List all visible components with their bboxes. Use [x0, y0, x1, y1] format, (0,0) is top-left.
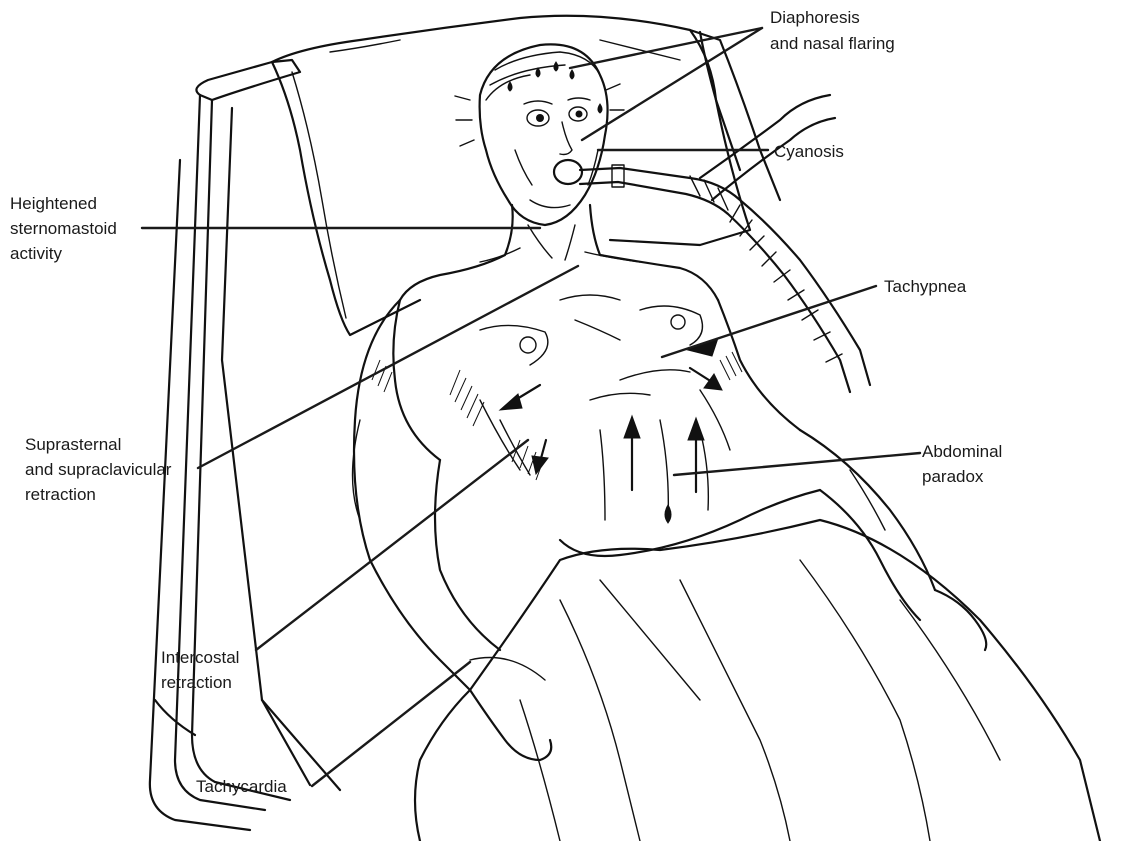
- patient-arms: [353, 300, 987, 760]
- label-diaphoresis-line2: and nasal flaring: [770, 34, 895, 53]
- leader-abdominal-paradox: [674, 453, 920, 475]
- annotation-labels: Diaphoresis and nasal flaring Cyanosis H…: [10, 8, 1002, 796]
- label-abdominal-line1: Abdominal: [922, 442, 1002, 461]
- label-suprasternal-line1: Suprasternal: [25, 435, 121, 454]
- patient-torso: [393, 205, 820, 556]
- leader-intercostal: [256, 440, 528, 650]
- leader-suprasternal: [198, 266, 578, 468]
- label-sternomastoid-line2: sternomastoid: [10, 219, 117, 238]
- label-intercostal-line2: retraction: [161, 673, 232, 692]
- label-sternomastoid-line3: activity: [10, 244, 62, 263]
- label-suprasternal-line3: retraction: [25, 485, 96, 504]
- leader-tachycardia: [312, 662, 470, 786]
- leader-diaphoresis-forehead: [570, 28, 762, 68]
- label-intercostal-line1: Intercostal: [161, 648, 239, 667]
- label-sternomastoid-line1: Heightened: [10, 194, 97, 213]
- bed-sheet: [415, 520, 1100, 841]
- movement-arrows: [500, 338, 722, 492]
- label-suprasternal-line2: and supraclavicular: [25, 460, 172, 479]
- label-tachycardia: Tachycardia: [196, 777, 287, 796]
- leader-nasal-flaring: [582, 28, 762, 140]
- leader-tachypnea: [662, 286, 876, 357]
- patient-head: [455, 44, 624, 225]
- label-abdominal-line2: paradox: [922, 467, 984, 486]
- label-tachypnea: Tachypnea: [884, 277, 967, 296]
- label-diaphoresis-line1: Diaphoresis: [770, 8, 860, 27]
- label-cyanosis: Cyanosis: [774, 142, 844, 161]
